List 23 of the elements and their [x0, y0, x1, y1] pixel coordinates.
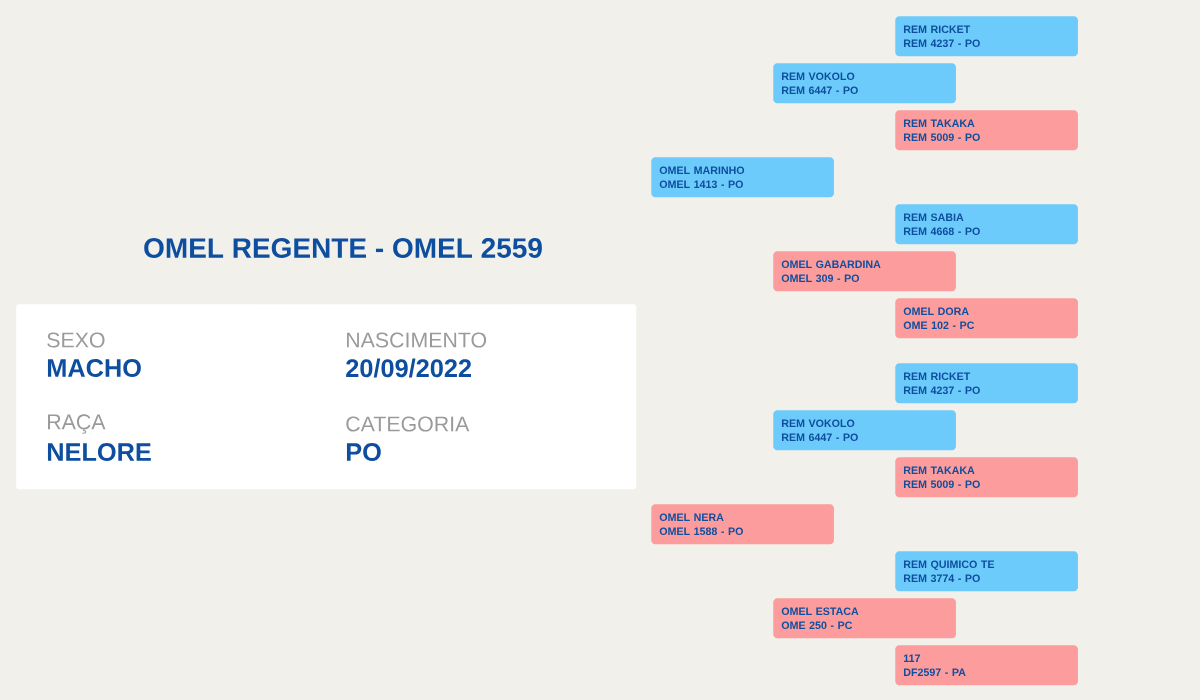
field-value: PO [346, 443, 381, 461]
pedigree-box: OMEL GABARDINA OMEL 309 - PO [773, 251, 956, 292]
pedigree-box: 117 DF2597 - PA [895, 645, 1078, 686]
pedigree-box: REM RICKET REM 4237 - PO [895, 16, 1078, 57]
field-label: RAÇA [48, 414, 106, 434]
field-value: 20/09/2022 [346, 358, 471, 378]
field-value: MACHO [47, 359, 141, 377]
pedigree-box: REM TAKAKA REM 5009 - PO [895, 110, 1078, 151]
field-label: CATEGORIA [346, 416, 470, 432]
title: OMEL REGENTE - OMEL 2559 [144, 238, 542, 258]
field-value: NELORE [47, 443, 151, 461]
field-label: NASCIMENTO [347, 332, 487, 348]
pedigree-box: REM TAKAKA REM 5009 - PO [895, 457, 1078, 498]
field-label: SEXO [47, 332, 105, 348]
pedigree-box: REM VOKOLO REM 6447 - PO [773, 63, 956, 104]
pedigree-box: OMEL NERA OMEL 1588 - PO [651, 504, 834, 545]
pedigree-box: REM VOKOLO REM 6447 - PO [773, 410, 956, 451]
pedigree-box: REM QUIMICO TE REM 3774 - PO [895, 551, 1078, 592]
pedigree-box: OMEL DORA OME 102 - PC [895, 298, 1078, 339]
pedigree-box: REM RICKET REM 4237 - PO [895, 363, 1078, 404]
pedigree-box: REM SABIA REM 4668 - PO [895, 204, 1078, 245]
pedigree-box: OMEL MARINHO OMEL 1413 - PO [651, 157, 834, 198]
pedigree-box: OMEL ESTACA OME 250 - PC [773, 598, 956, 639]
